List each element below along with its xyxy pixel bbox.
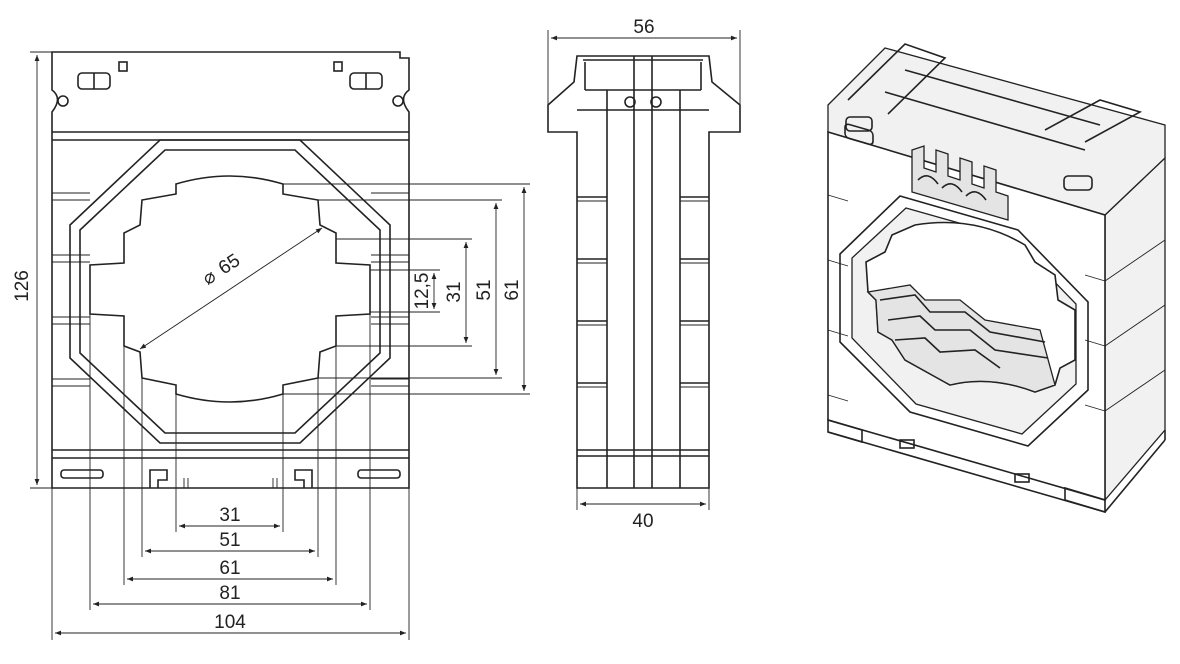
dim-40-label: 40 (632, 511, 653, 532)
dim-81-label: 81 (219, 583, 240, 604)
isometric-view (827, 43, 1166, 514)
dim-31-label: 31 (219, 505, 240, 526)
front-dimension-lines (34, 55, 527, 636)
dim-height-label: 126 (12, 270, 33, 302)
side-body-outline (547, 55, 741, 489)
dim-right-31-label: 31 (444, 281, 465, 302)
dim-61-label: 61 (219, 558, 240, 579)
dim-56-label: 56 (633, 17, 654, 38)
front-extension-lines (30, 51, 530, 640)
side-dimension-lines: 56 40 (547, 17, 741, 532)
dim-line-diameter (139, 227, 323, 350)
octagon-frame-outer (69, 139, 391, 444)
dim-104-label: 104 (214, 612, 246, 633)
iso-terminals (911, 145, 1009, 221)
dim-51-label: 51 (219, 530, 240, 551)
iso-octagon-frame (839, 195, 1089, 447)
dim-right-51-label: 51 (474, 279, 495, 300)
dim-right-12-5-label: 12,5 (412, 273, 433, 310)
side-view (547, 55, 741, 489)
dim-right-61-label: 61 (502, 279, 523, 300)
octagon-frame-inner (79, 149, 381, 434)
